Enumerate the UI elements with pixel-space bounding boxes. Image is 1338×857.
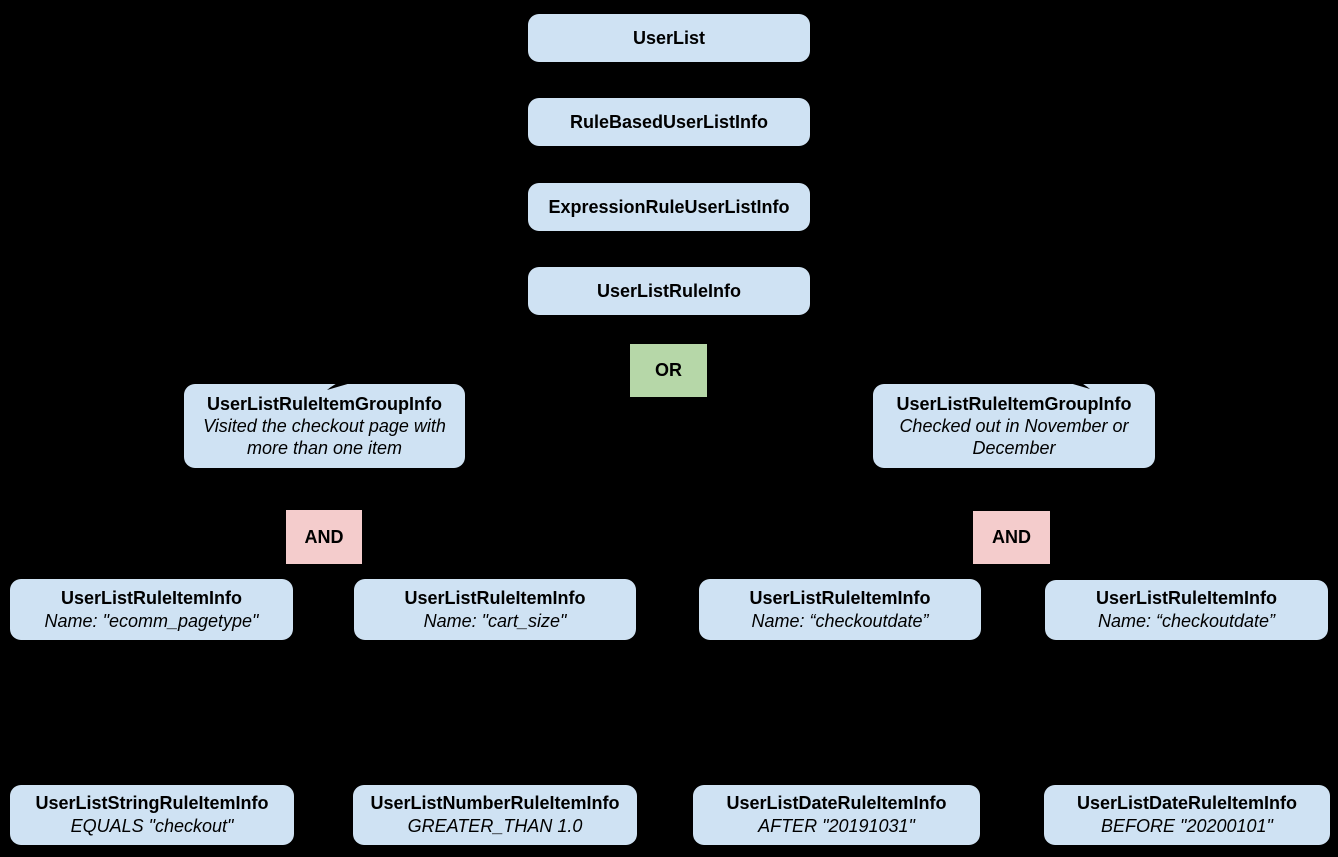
node-rule-item-cart-size: UserListRuleItemInfo Name: "cart_size" — [354, 579, 636, 640]
node-title: UserListRuleItemInfo — [404, 587, 586, 608]
node-number-rule-item: UserListNumberRuleItemInfo GREATER_THAN … — [353, 785, 637, 845]
group-description: Checked out in November or December — [899, 416, 1129, 458]
node-subtitle: EQUALS "checkout" — [70, 816, 234, 836]
and-operator-badge-right: AND — [973, 511, 1050, 564]
group-description: Visited the checkout page with more than… — [203, 416, 446, 458]
node-date-rule-item-after: UserListDateRuleItemInfo AFTER "20191031… — [693, 785, 980, 845]
node-title: UserListRuleItemInfo — [1095, 588, 1278, 608]
and-operator-badge-left: AND — [286, 510, 362, 564]
node-userlist: UserList — [528, 14, 810, 62]
group-title: UserListRuleItemGroupInfo — [896, 394, 1132, 414]
node-title: ExpressionRuleUserListInfo — [548, 196, 790, 217]
node-title: UserListDateRuleItemInfo — [1076, 793, 1298, 813]
and-label: AND — [992, 527, 1031, 547]
or-label: OR — [655, 360, 682, 380]
node-title: UserListDateRuleItemInfo — [726, 793, 947, 813]
node-subtitle: AFTER "20191031" — [758, 816, 915, 836]
and-label: AND — [304, 526, 344, 547]
node-expressionruleuserlistinfo: ExpressionRuleUserListInfo — [528, 183, 810, 231]
node-date-rule-item-before: UserListDateRuleItemInfo BEFORE "2020010… — [1044, 785, 1330, 845]
node-title: UserListStringRuleItemInfo — [35, 793, 269, 813]
node-rule-item-group-right: UserListRuleItemGroupInfo Checked out in… — [873, 384, 1155, 468]
node-rule-item-checkoutdate-2: UserListRuleItemInfo Name: “checkoutdate… — [1045, 580, 1328, 640]
node-title: UserListRuleItemInfo — [749, 587, 931, 608]
node-subtitle: Name: “checkoutdate” — [751, 610, 929, 631]
or-operator-badge: OR — [630, 344, 707, 397]
node-title: UserListRuleItemInfo — [60, 587, 243, 608]
node-title: UserList — [632, 27, 706, 48]
node-subtitle: Name: "cart_size" — [423, 610, 567, 631]
node-userlistruleinfo: UserListRuleInfo — [528, 267, 810, 315]
node-string-rule-item: UserListStringRuleItemInfo EQUALS "check… — [10, 785, 294, 845]
connector-arrowhead-left-icon — [327, 374, 358, 390]
node-rule-item-ecomm-pagetype: UserListRuleItemInfo Name: "ecomm_pagety… — [10, 579, 293, 640]
node-title: RuleBasedUserListInfo — [569, 111, 769, 132]
node-subtitle: GREATER_THAN 1.0 — [407, 816, 583, 836]
group-title: UserListRuleItemGroupInfo — [206, 394, 443, 414]
node-title: UserListRuleInfo — [596, 280, 742, 301]
node-rulebaseduserlistinfo: RuleBasedUserListInfo — [528, 98, 810, 146]
node-rule-item-checkoutdate-1: UserListRuleItemInfo Name: “checkoutdate… — [699, 579, 981, 640]
connector-arrowhead-right-icon — [1059, 373, 1090, 389]
node-subtitle: BEFORE "20200101" — [1101, 816, 1273, 836]
node-subtitle: Name: "ecomm_pagetype" — [44, 610, 259, 631]
node-title: UserListNumberRuleItemInfo — [370, 793, 620, 813]
node-subtitle: Name: “checkoutdate” — [1097, 611, 1276, 631]
node-rule-item-group-left: UserListRuleItemGroupInfo Visited the ch… — [184, 384, 465, 468]
